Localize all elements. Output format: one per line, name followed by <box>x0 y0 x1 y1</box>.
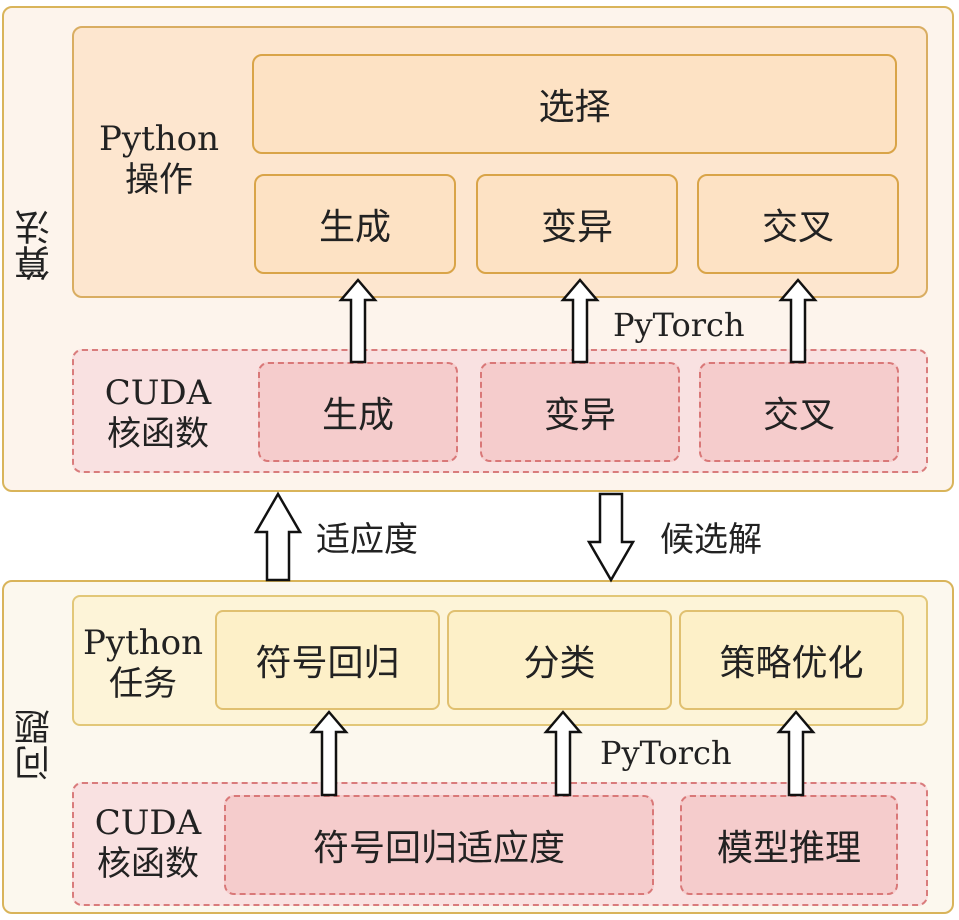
up-arrow-mutate <box>560 278 600 364</box>
problem-cuda-label: CUDA 核函数 <box>80 796 216 892</box>
python-word: Python <box>98 119 219 160</box>
candidate-solutions-label: 候选解 <box>660 520 762 560</box>
operations-word: 操作 <box>125 160 193 200</box>
cuda-word: CUDA <box>104 373 212 414</box>
cuda-word: CUDA <box>94 803 202 844</box>
algorithm-cuda-label: CUDA 核函数 <box>88 366 228 462</box>
cuda-crossover-box: 交叉 <box>699 362 899 462</box>
classification-task-box: 分类 <box>447 610 672 710</box>
tasks-word: 任务 <box>109 664 177 704</box>
python-mutate-box: 变异 <box>476 174 678 274</box>
kernel-word: 核函数 <box>97 844 199 884</box>
cuda-generate-box: 生成 <box>258 362 458 462</box>
up-arrow-symbolic-regression <box>309 710 349 797</box>
select-box: 选择 <box>252 54 897 154</box>
fitness-label: 适应度 <box>316 520 418 560</box>
model-inference-kernel-box: 模型推理 <box>680 795 898 895</box>
python-generate-box: 生成 <box>254 174 456 274</box>
kernel-word: 核函数 <box>107 414 209 454</box>
policy-optimization-task-box: 策略优化 <box>679 610 904 710</box>
python-crossover-box: 交叉 <box>697 174 899 274</box>
up-arrow-generate <box>338 278 378 364</box>
up-arrow-classification <box>543 710 583 797</box>
python-operations-label: Python 操作 <box>92 112 226 208</box>
up-arrow-policy-optimization <box>776 710 816 797</box>
python-tasks-label: Python 任务 <box>80 616 206 712</box>
up-arrow-crossover <box>778 278 818 364</box>
symbolic-regression-fitness-kernel-box: 符号回归适应度 <box>224 795 654 895</box>
cuda-mutate-box: 变异 <box>480 362 680 462</box>
pytorch-label-problem: PyTorch <box>600 734 732 772</box>
python-word: Python <box>82 623 203 664</box>
fitness-up-arrow <box>253 491 303 582</box>
symbolic-regression-task-box: 符号回归 <box>215 610 440 710</box>
pytorch-label-algorithm: PyTorch <box>613 306 745 344</box>
candidates-down-arrow <box>586 492 636 583</box>
